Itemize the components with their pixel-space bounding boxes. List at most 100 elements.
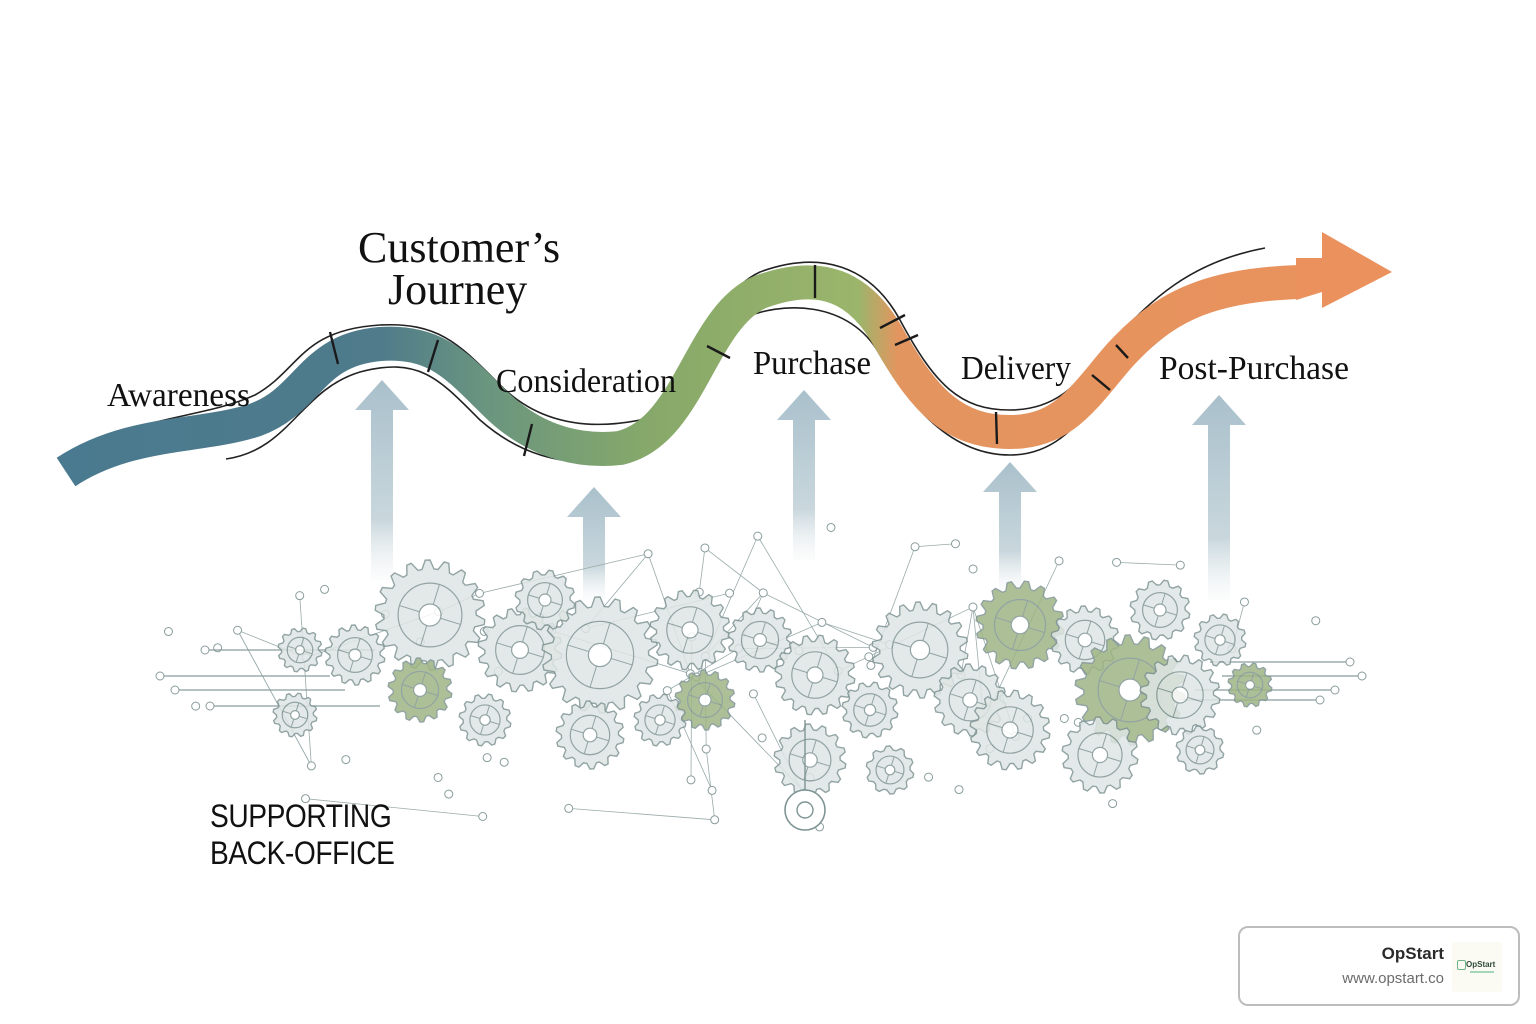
gear-icon (514, 569, 576, 631)
gauge-inner (796, 801, 814, 819)
circuit-node (155, 671, 165, 681)
network-node (748, 689, 758, 699)
network-link (568, 807, 715, 821)
network-link (705, 748, 716, 820)
network-node (1252, 725, 1262, 735)
network-node (700, 543, 710, 553)
network-node (433, 772, 443, 782)
support-arrow-icon (1192, 395, 1246, 600)
circuit-node (205, 701, 215, 711)
network-node (757, 733, 767, 743)
network-node (1054, 556, 1064, 566)
circuit-node (200, 645, 210, 655)
gear-icon (1227, 662, 1273, 708)
network-link (698, 547, 706, 593)
network-node (701, 744, 711, 754)
network-link (305, 798, 483, 817)
network-node (478, 811, 488, 821)
circuit-node (1330, 685, 1340, 695)
network-node (564, 803, 574, 813)
gear-icon (649, 589, 731, 671)
network-node (968, 602, 978, 612)
gear-icon (969, 689, 1051, 771)
gear-icon (1193, 613, 1247, 667)
network-node (320, 584, 330, 594)
gear-icon (541, 596, 659, 714)
gear-icon (374, 559, 486, 671)
back-office-label-line2: BACK-OFFICE (210, 835, 395, 871)
badge-brand-name: OpStart (1381, 944, 1444, 963)
diagram-title-line1: Customer’s (358, 223, 560, 272)
network-node (444, 789, 454, 799)
opstart-logo-mark-icon (1457, 960, 1466, 970)
network-node (1175, 560, 1185, 570)
gear-icon (773, 723, 847, 797)
gear-icon (871, 601, 969, 699)
network-node (1059, 713, 1069, 723)
network-node (475, 588, 485, 598)
gear-icon (1061, 716, 1139, 794)
opstart-logo-underline (1470, 971, 1494, 973)
network-node (233, 625, 243, 635)
back-office-label-line1: SUPPORTING (210, 798, 392, 834)
gear-icon (387, 657, 453, 723)
network-node (191, 701, 201, 711)
network-node (1311, 616, 1321, 626)
support-arrow-icon (355, 380, 409, 580)
network-node (910, 542, 920, 552)
network-node (707, 785, 717, 795)
network-link (299, 595, 312, 766)
network-node (341, 755, 351, 765)
network-node (1239, 597, 1249, 607)
badge-url[interactable]: www.opstart.co (1342, 970, 1444, 987)
journey-path (56, 232, 1392, 487)
support-arrow-icon (777, 390, 831, 560)
gear-icon (727, 607, 793, 673)
network-node (758, 588, 768, 598)
network-link (237, 630, 312, 767)
support-arrow-icon (567, 487, 621, 600)
network-node (643, 549, 653, 559)
network-node (213, 643, 223, 653)
network-node (499, 757, 509, 767)
network-node (753, 531, 763, 541)
circuit-node (1357, 671, 1367, 681)
opstart-logo-text: OpStart (1466, 960, 1496, 969)
network-node (662, 686, 672, 696)
circuit-node (170, 685, 180, 695)
network-node (295, 591, 305, 601)
gear-icon (774, 634, 856, 716)
journey-arrow-head-icon (1296, 232, 1392, 308)
gear-icon (841, 681, 899, 739)
gear-icon (272, 692, 318, 738)
network-node (864, 652, 874, 662)
network-node (301, 794, 311, 804)
journey-band (56, 265, 1301, 487)
stage-label-purchase: Purchase (753, 345, 871, 382)
network-link (915, 543, 956, 548)
diagram-title-line2: Journey (388, 265, 527, 314)
network-node (1112, 557, 1122, 567)
opstart-logo: OpStart (1452, 942, 1502, 992)
network-node (954, 785, 964, 795)
network-node (482, 753, 492, 763)
gear-icon (277, 627, 323, 673)
stage-label-post-purchase: Post-Purchase (1159, 350, 1349, 387)
network-node (710, 815, 720, 825)
gear-icon (1175, 725, 1225, 775)
stage-label-delivery: Delivery (961, 350, 1071, 387)
gear-icon (1129, 579, 1191, 641)
network-link (1116, 561, 1181, 566)
network-node (817, 617, 827, 627)
back-office-gear-cluster (155, 522, 1367, 832)
network-node (1108, 799, 1118, 809)
gear-icon (633, 693, 687, 747)
circuit-node (1345, 657, 1355, 667)
gear-icon (458, 693, 512, 747)
gauge-icon (784, 789, 826, 831)
gear-icon (975, 580, 1065, 670)
circuit-node (1315, 695, 1325, 705)
opstart-badge[interactable]: OpStart www.opstart.co OpStart (1238, 926, 1520, 1006)
stage-label-consideration: Consideration (496, 363, 676, 400)
